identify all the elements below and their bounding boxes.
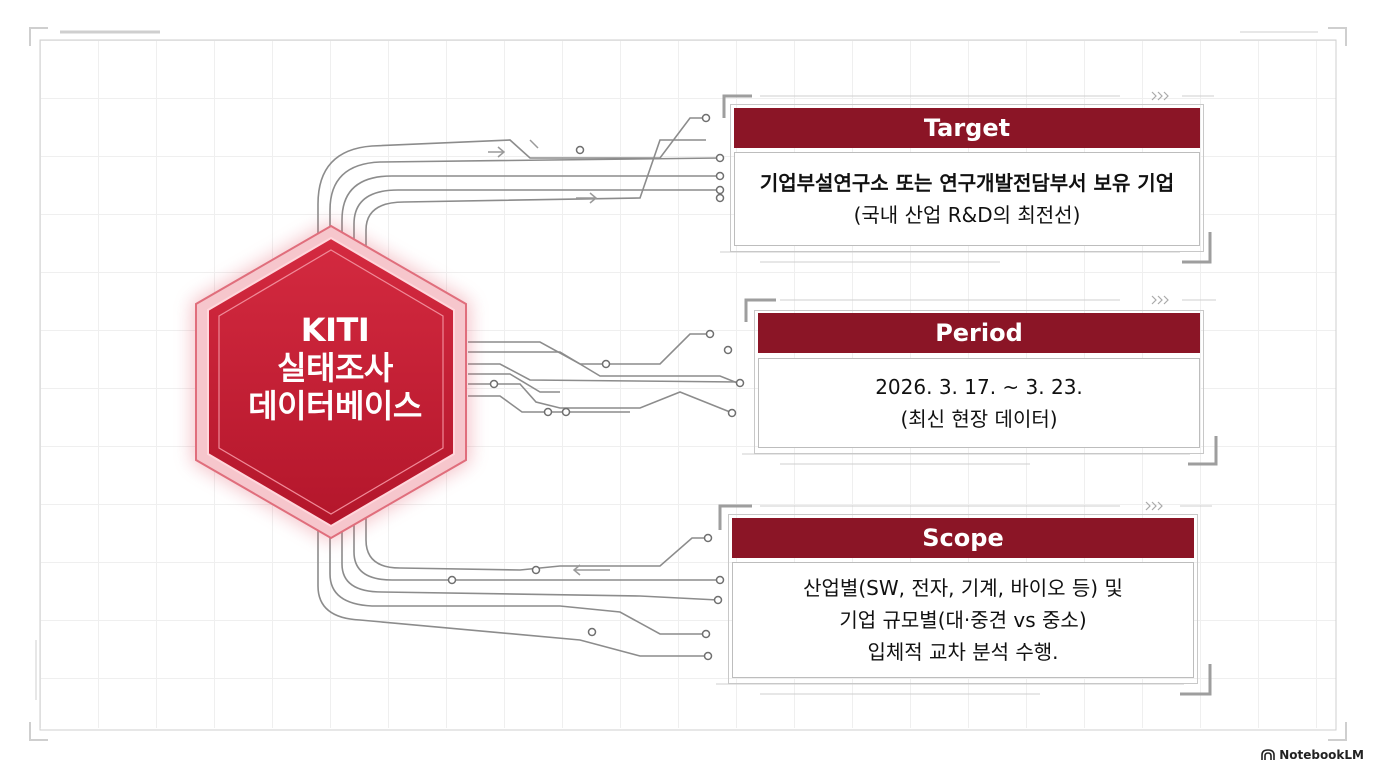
outer-frame (29, 27, 1347, 741)
period-outline (754, 310, 1204, 454)
period-line-1: 2026. 3. 17. ~ 3. 23. (875, 375, 1083, 399)
period-body: 2026. 3. 17. ~ 3. 23. (최신 현장 데이터) (758, 358, 1200, 448)
notebooklm-watermark: NotebookLM (1261, 748, 1364, 762)
notebooklm-logo-icon (1261, 749, 1275, 760)
scope-line-2: 기업 규모별(대·중견 vs 중소) (839, 608, 1087, 632)
wires-target-nodes (575, 113, 725, 203)
target-arrows (488, 139, 598, 204)
wires-target (317, 117, 721, 258)
period-line-2: (최신 현장 데이터) (900, 407, 1058, 431)
scope-frame (716, 501, 1212, 696)
wires-scope-nodes (447, 533, 725, 661)
hub-hexagon (192, 222, 470, 542)
brand-label: NotebookLM (1279, 748, 1364, 762)
scope-line-3: 입체적 교차 분석 수행. (867, 640, 1059, 664)
target-line-1: 기업부설연구소 또는 연구개발전담부서 보유 기업 (759, 171, 1175, 195)
target-outline (730, 104, 1204, 252)
hub-label-line-2: 실태조사 (277, 349, 393, 387)
period-title: Period (758, 313, 1200, 353)
hub-label-line-3: 데이터베이스 (248, 387, 422, 425)
hub-label: KITI 실태조사 데이터베이스 (200, 298, 470, 438)
hub-label-line-1: KITI (300, 311, 370, 349)
scope-title: Scope (732, 518, 1194, 558)
wires-scope (317, 490, 720, 657)
target-title: Target (734, 108, 1200, 148)
wires-period-nodes (489, 329, 745, 418)
scope-body: 산업별(SW, 전자, 기계, 바이오 등) 및 기업 규모별(대·중견 vs … (732, 562, 1194, 678)
scope-outline (728, 514, 1198, 684)
target-line-2: (국내 산업 R&D의 최전선) (853, 203, 1081, 227)
scope-arrows (572, 564, 610, 576)
target-frame (720, 91, 1214, 264)
scope-line-1: 산업별(SW, 전자, 기계, 바이오 등) 및 (803, 576, 1123, 600)
wires-period (468, 333, 741, 413)
target-body: 기업부설연구소 또는 연구개발전담부서 보유 기업 (국내 산업 R&D의 최전… (734, 152, 1200, 246)
period-frame (742, 295, 1218, 466)
